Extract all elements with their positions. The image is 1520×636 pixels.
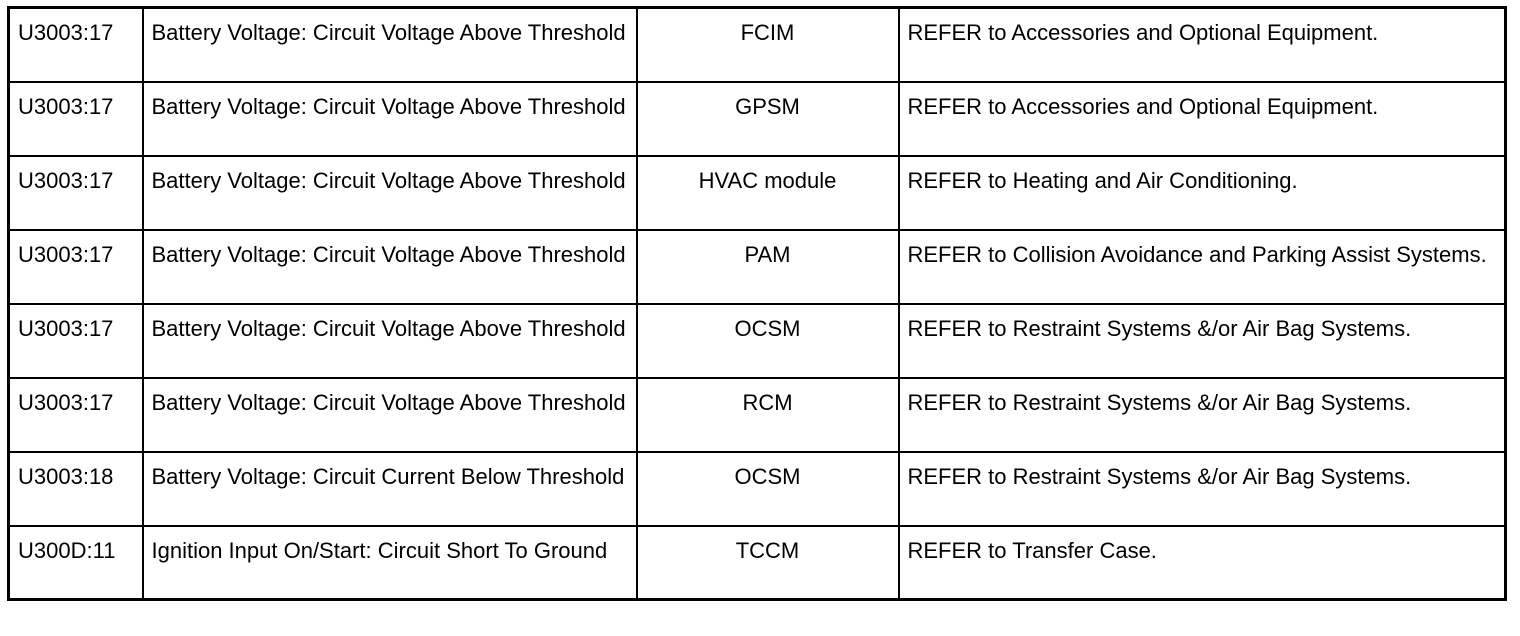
dtc-description-cell: Battery Voltage: Circuit Voltage Above T…: [141, 228, 638, 305]
module-cell: GPSM: [635, 80, 900, 157]
module-cell: PAM: [635, 228, 900, 305]
dtc-code-cell: U3003:18: [7, 450, 144, 527]
dtc-code-cell: U3003:17: [7, 376, 144, 453]
action-cell: REFER to Accessories and Optional Equipm…: [897, 80, 1507, 157]
table-row: U3003:17 Battery Voltage: Circuit Voltag…: [7, 80, 1507, 157]
table-row: U3003:17 Battery Voltage: Circuit Voltag…: [7, 154, 1507, 231]
module-cell: TCCM: [635, 524, 900, 601]
table-row: U3003:17 Battery Voltage: Circuit Voltag…: [7, 6, 1507, 83]
dtc-description-cell: Ignition Input On/Start: Circuit Short T…: [141, 524, 638, 601]
dtc-table: U3003:17 Battery Voltage: Circuit Voltag…: [7, 6, 1507, 601]
dtc-code-cell: U3003:17: [7, 302, 144, 379]
dtc-code-cell: U300D:11: [7, 524, 144, 601]
dtc-code-cell: U3003:17: [7, 6, 144, 83]
dtc-code-cell: U3003:17: [7, 80, 144, 157]
action-cell: REFER to Restraint Systems &/or Air Bag …: [897, 376, 1507, 453]
module-cell: FCIM: [635, 6, 900, 83]
module-cell: OCSM: [635, 302, 900, 379]
table-row: U300D:11 Ignition Input On/Start: Circui…: [7, 524, 1507, 601]
action-cell: REFER to Transfer Case.: [897, 524, 1507, 601]
table-row: U3003:17 Battery Voltage: Circuit Voltag…: [7, 228, 1507, 305]
module-cell: OCSM: [635, 450, 900, 527]
action-cell: REFER to Heating and Air Conditioning.: [897, 154, 1507, 231]
table-row: U3003:18 Battery Voltage: Circuit Curren…: [7, 450, 1507, 527]
dtc-description-cell: Battery Voltage: Circuit Voltage Above T…: [141, 6, 638, 83]
table-row: U3003:17 Battery Voltage: Circuit Voltag…: [7, 376, 1507, 453]
dtc-description-cell: Battery Voltage: Circuit Voltage Above T…: [141, 80, 638, 157]
action-cell: REFER to Accessories and Optional Equipm…: [897, 6, 1507, 83]
action-cell: REFER to Restraint Systems &/or Air Bag …: [897, 450, 1507, 527]
action-cell: REFER to Collision Avoidance and Parking…: [897, 228, 1507, 305]
module-cell: RCM: [635, 376, 900, 453]
dtc-code-cell: U3003:17: [7, 154, 144, 231]
dtc-description-cell: Battery Voltage: Circuit Voltage Above T…: [141, 154, 638, 231]
module-cell: HVAC module: [635, 154, 900, 231]
action-cell: REFER to Restraint Systems &/or Air Bag …: [897, 302, 1507, 379]
dtc-code-cell: U3003:17: [7, 228, 144, 305]
dtc-description-cell: Battery Voltage: Circuit Voltage Above T…: [141, 376, 638, 453]
dtc-description-cell: Battery Voltage: Circuit Voltage Above T…: [141, 302, 638, 379]
table-row: U3003:17 Battery Voltage: Circuit Voltag…: [7, 302, 1507, 379]
dtc-description-cell: Battery Voltage: Circuit Current Below T…: [141, 450, 638, 527]
